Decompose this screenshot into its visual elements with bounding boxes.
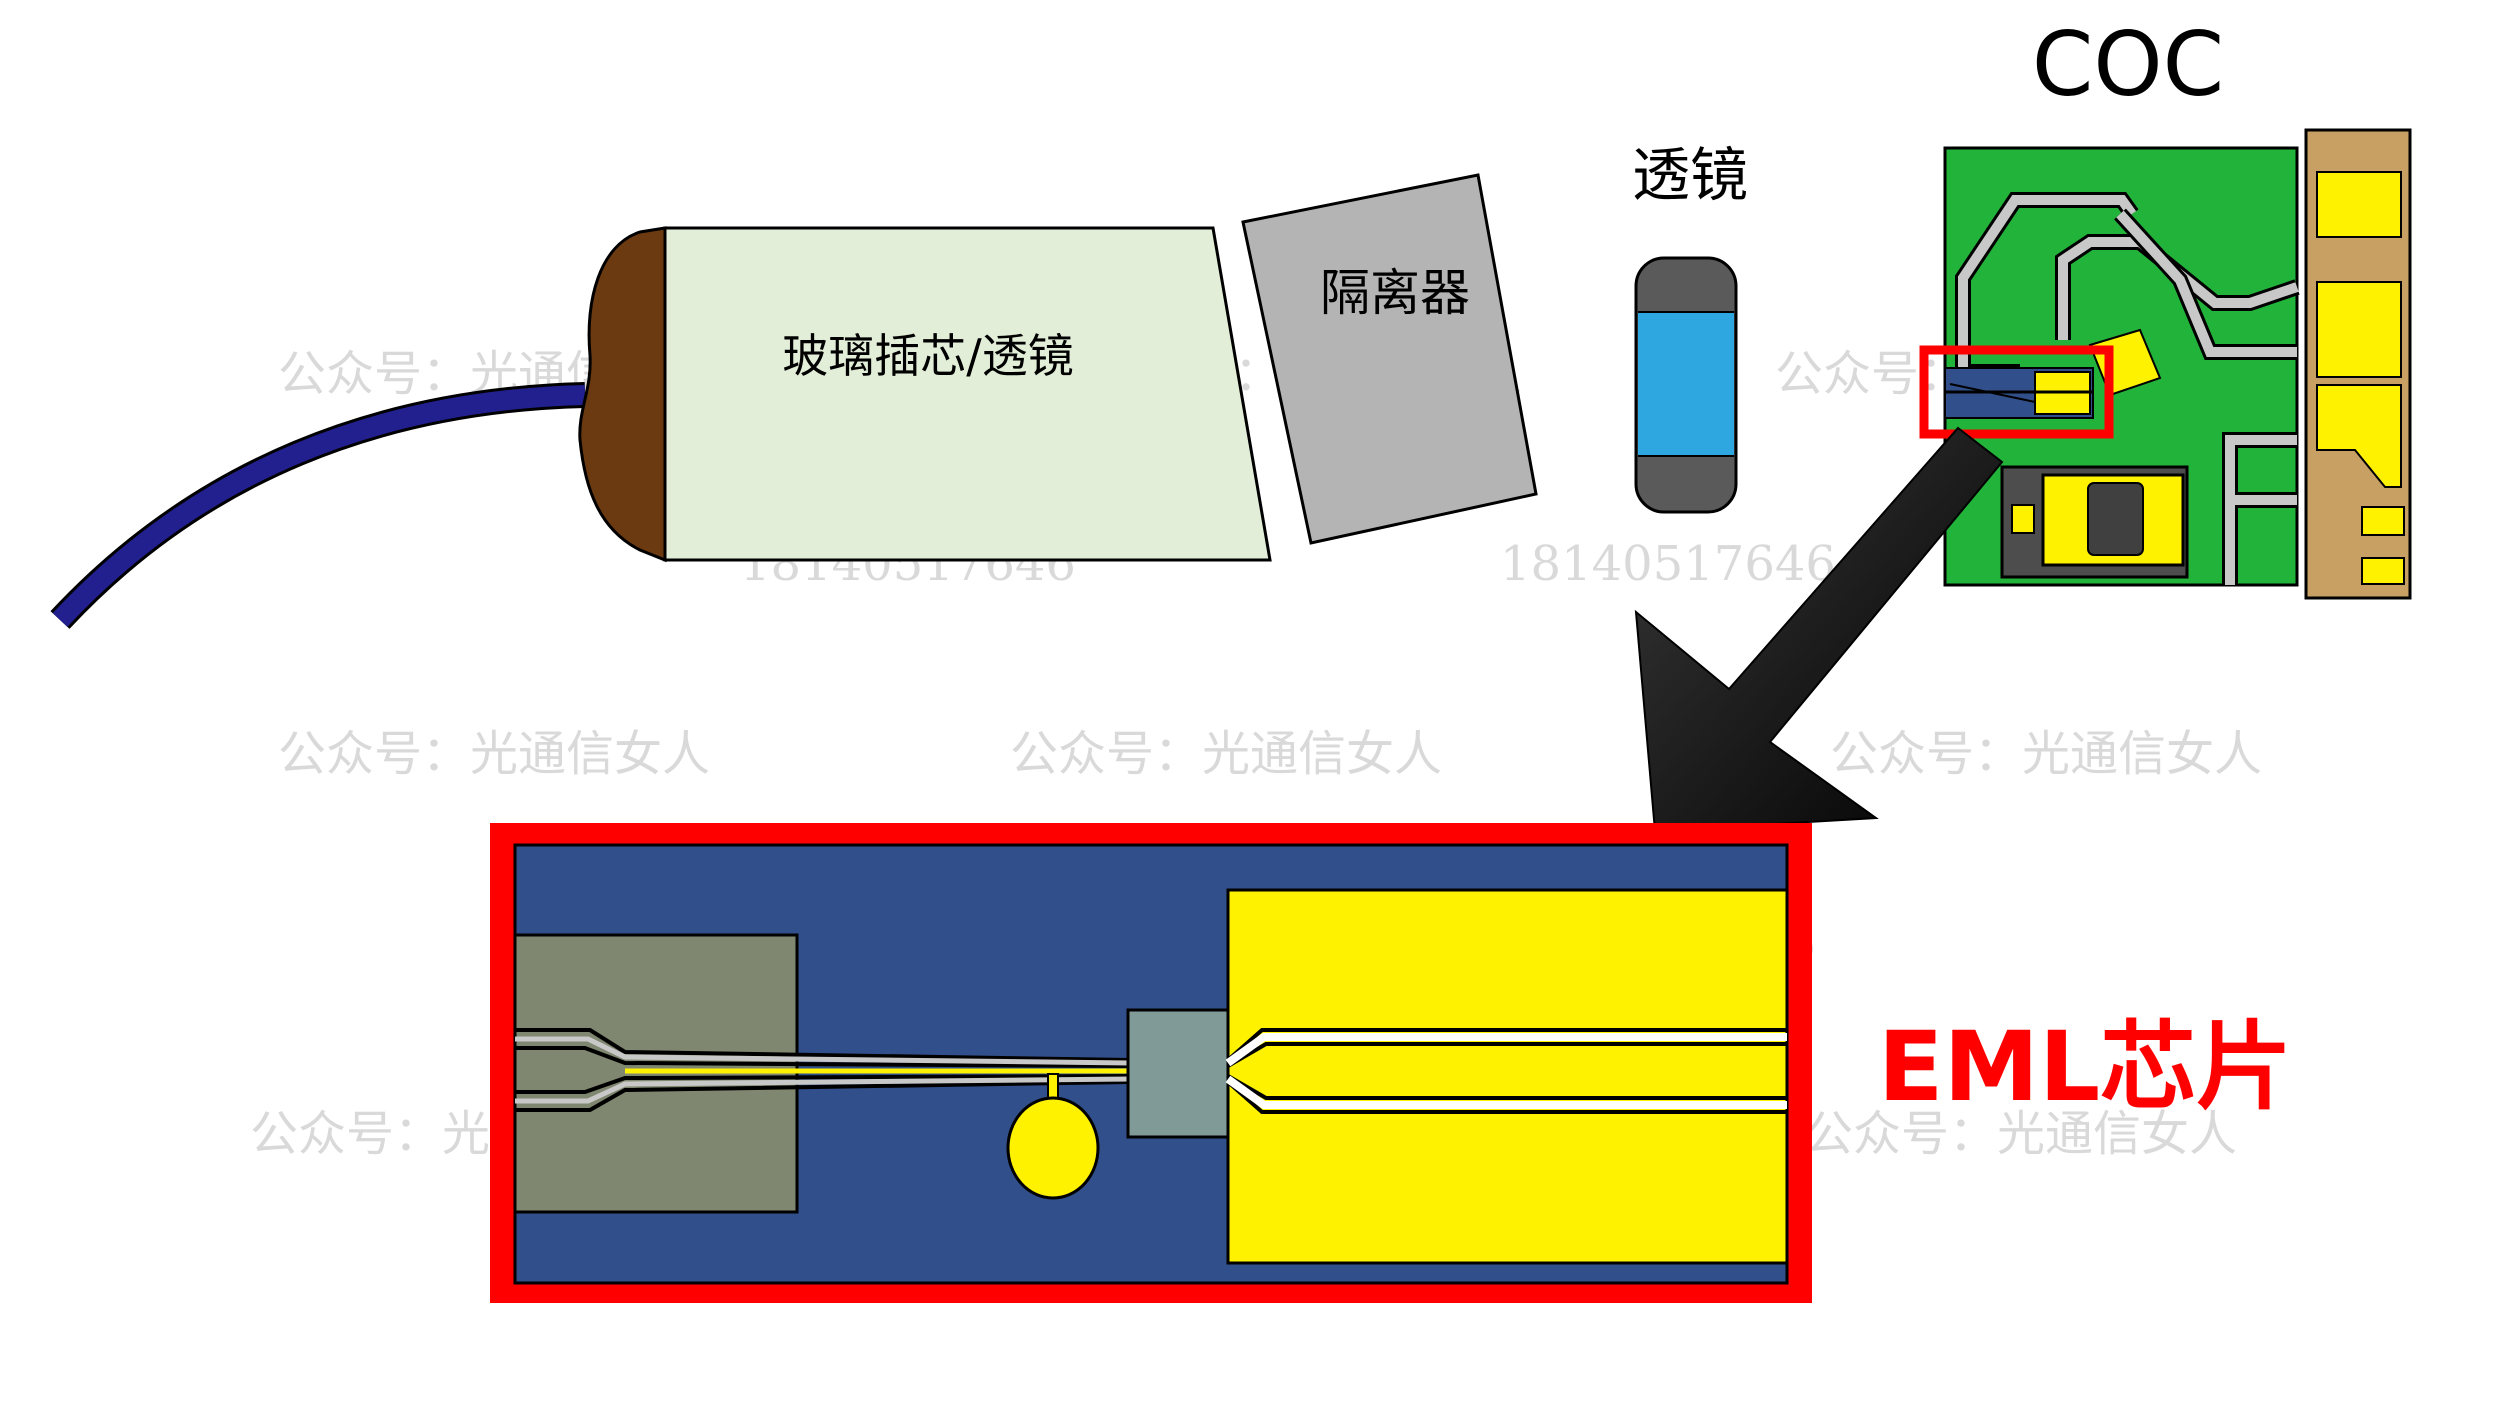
eml-chip-label: EML芯片 [1878, 1011, 2292, 1123]
coc-substrate-pad [2361, 557, 2405, 585]
coc-trace [1958, 195, 2137, 340]
coc-board [1943, 146, 2300, 587]
optical-fiber-core [52, 385, 586, 627]
coc-substrate-pad [2316, 384, 2402, 488]
eml-waveguide-inner [515, 1046, 1131, 1094]
coc-label: COC [2032, 13, 2224, 116]
watermark-account: 公众号：光通信女人 [1805, 1106, 2237, 1162]
eml-electrode-pad [1226, 888, 1789, 1265]
optical-fiber [50, 382, 586, 629]
coc-eml-waveguide [1949, 383, 2036, 403]
isolator-block [1241, 173, 1538, 545]
coc-substrate [2304, 128, 2412, 600]
coc-component-body [2087, 482, 2144, 556]
eml-waveguide-gap [515, 1036, 1131, 1104]
lens-label: 透镜 [1632, 141, 1748, 209]
coc-trace [2116, 210, 2297, 357]
eml-modulator-block [1126, 1008, 1230, 1139]
eml-cpw-gap [1225, 1033, 1787, 1109]
coc-substrate-pad [2316, 171, 2402, 238]
watermark-account: 公众号：光通信女人 [1010, 726, 1442, 782]
watermark-account: 公众号：光通信女人 [1830, 726, 2262, 782]
watermark-account: 公众号：光通信女人 [278, 726, 710, 782]
ferrule-body [663, 226, 1272, 562]
coc-component-small [2011, 504, 2035, 534]
coc-trace [2225, 435, 2297, 585]
isolator-label: 隔离器 [1320, 264, 1470, 322]
eml-probe-pad [1006, 1096, 1100, 1200]
eml-waveguide-taper [515, 1028, 1131, 1112]
coc-substrate-pad [2316, 281, 2402, 378]
ferrule-cap [578, 226, 667, 563]
eml-chip-zoom [490, 823, 1812, 1303]
coc-substrate-pad [2361, 506, 2405, 536]
watermark-phone: 18140517646 [1500, 536, 1836, 592]
ferrule-label: 玻璃插芯/透镜 [782, 329, 1074, 383]
lens-body [1638, 312, 1734, 456]
coc-highlight-box [1919, 345, 2114, 439]
